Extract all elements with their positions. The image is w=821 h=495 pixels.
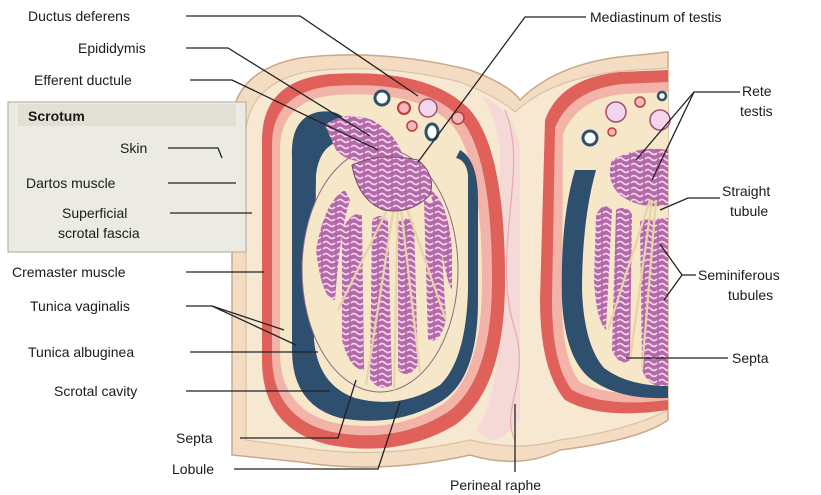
label-seminiferous-tubules-1: Seminiferous — [698, 267, 780, 283]
label-tunica-albuginea: Tunica albuginea — [28, 344, 134, 360]
label-cremaster-muscle: Cremaster muscle — [12, 264, 126, 280]
label-mediastinum-of-testis: Mediastinum of testis — [590, 9, 722, 25]
scrotum-box-title: Scrotum — [28, 108, 85, 124]
label-lobule: Lobule — [172, 461, 214, 477]
label-efferent-ductule: Efferent ductule — [34, 72, 132, 88]
label-septa-left: Septa — [176, 430, 213, 446]
label-straight-tubule-2: tubule — [730, 203, 768, 219]
label-seminiferous-tubules-2: tubules — [728, 287, 773, 303]
leader-straight-tubule — [660, 198, 720, 210]
label-scrotal-cavity: Scrotal cavity — [54, 383, 137, 399]
label-straight-tubule-1: Straight — [722, 183, 770, 199]
label-septa-right: Septa — [732, 350, 769, 366]
label-superficial-fascia-2: scrotal fascia — [58, 225, 140, 241]
label-ductus-deferens: Ductus deferens — [28, 8, 130, 24]
label-dartos-muscle: Dartos muscle — [26, 175, 116, 191]
label-epididymis: Epididymis — [78, 40, 146, 56]
label-rete-testis-1: Rete — [742, 83, 772, 99]
label-rete-testis-2: testis — [740, 103, 773, 119]
label-skin: Skin — [120, 140, 147, 156]
label-superficial-fascia-1: Superficial — [62, 205, 127, 221]
artwork — [232, 52, 670, 467]
label-tunica-vaginalis: Tunica vaginalis — [30, 298, 130, 314]
label-perineal-raphe: Perineal raphe — [450, 477, 541, 493]
